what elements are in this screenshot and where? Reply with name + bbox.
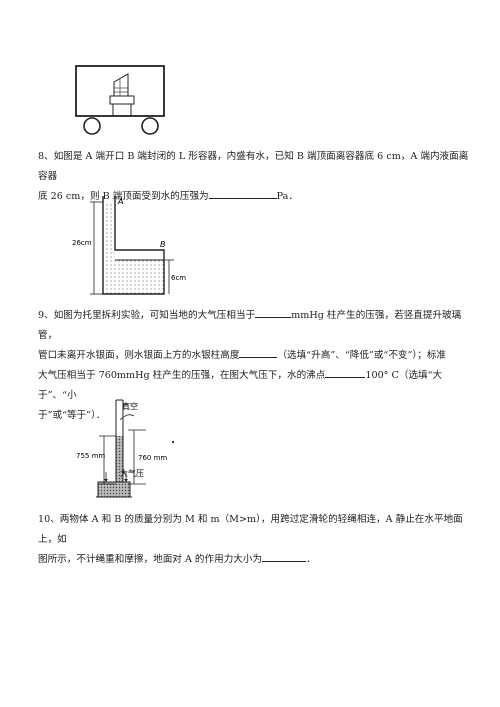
question-10: 10、两物体 A 和 B 的质量分别为 M 和 m（M>m），用跨过定滑轮的轻绳… (38, 510, 474, 570)
question-9-line-2: 管口未离开水银面，则水银面上方的水银柱高度（选填“升高”、“降低”或“不变”）；… (38, 346, 474, 366)
question-10-line-1: 10、两物体 A 和 B 的质量分别为 M 和 m（M>m），用跨过定滑轮的轻绳… (38, 514, 463, 545)
cart-figure (75, 65, 165, 135)
label-vacuum: 真空 (122, 401, 138, 411)
torricelli-figure: 真空 755 mm 760 mm 大气压 (76, 399, 167, 498)
question-8: 8、如图是 A 端开口 B 端封闭的 L 形容器，内盛有水，已知 B 端顶面离容… (38, 147, 474, 207)
answer-blank-2[interactable] (239, 346, 278, 358)
label-a: A (117, 197, 123, 206)
water-fill (103, 202, 164, 294)
l-container-figure: A B 26cm 6cm (72, 196, 186, 295)
label-755mm: 755 mm (76, 452, 105, 460)
question-9-line-4: 于”或“等于”）． (38, 410, 106, 421)
answer-blank-3[interactable] (325, 366, 366, 378)
container-outline (102, 196, 165, 295)
label-760mm: 760 mm (138, 454, 167, 462)
dimension-26cm: 26cm (72, 239, 92, 247)
label-atmosphere: 大气压 (120, 468, 144, 478)
mercury-in-tube (116, 436, 123, 496)
question-8-line-1: 8、如图是 A 端开口 B 端封闭的 L 形容器，内盛有水，已知 B 端顶面离容… (38, 151, 469, 182)
label-b: B (160, 240, 166, 249)
question-10-line-2: 图所示，不计绳重和摩擦，地面对 A 的作用力大小为． (38, 550, 474, 570)
dimension-6cm: 6cm (171, 274, 186, 282)
answer-blank[interactable] (262, 550, 307, 562)
answer-blank-1[interactable] (255, 306, 292, 318)
answer-blank[interactable] (208, 187, 277, 199)
stray-dot (172, 441, 174, 443)
